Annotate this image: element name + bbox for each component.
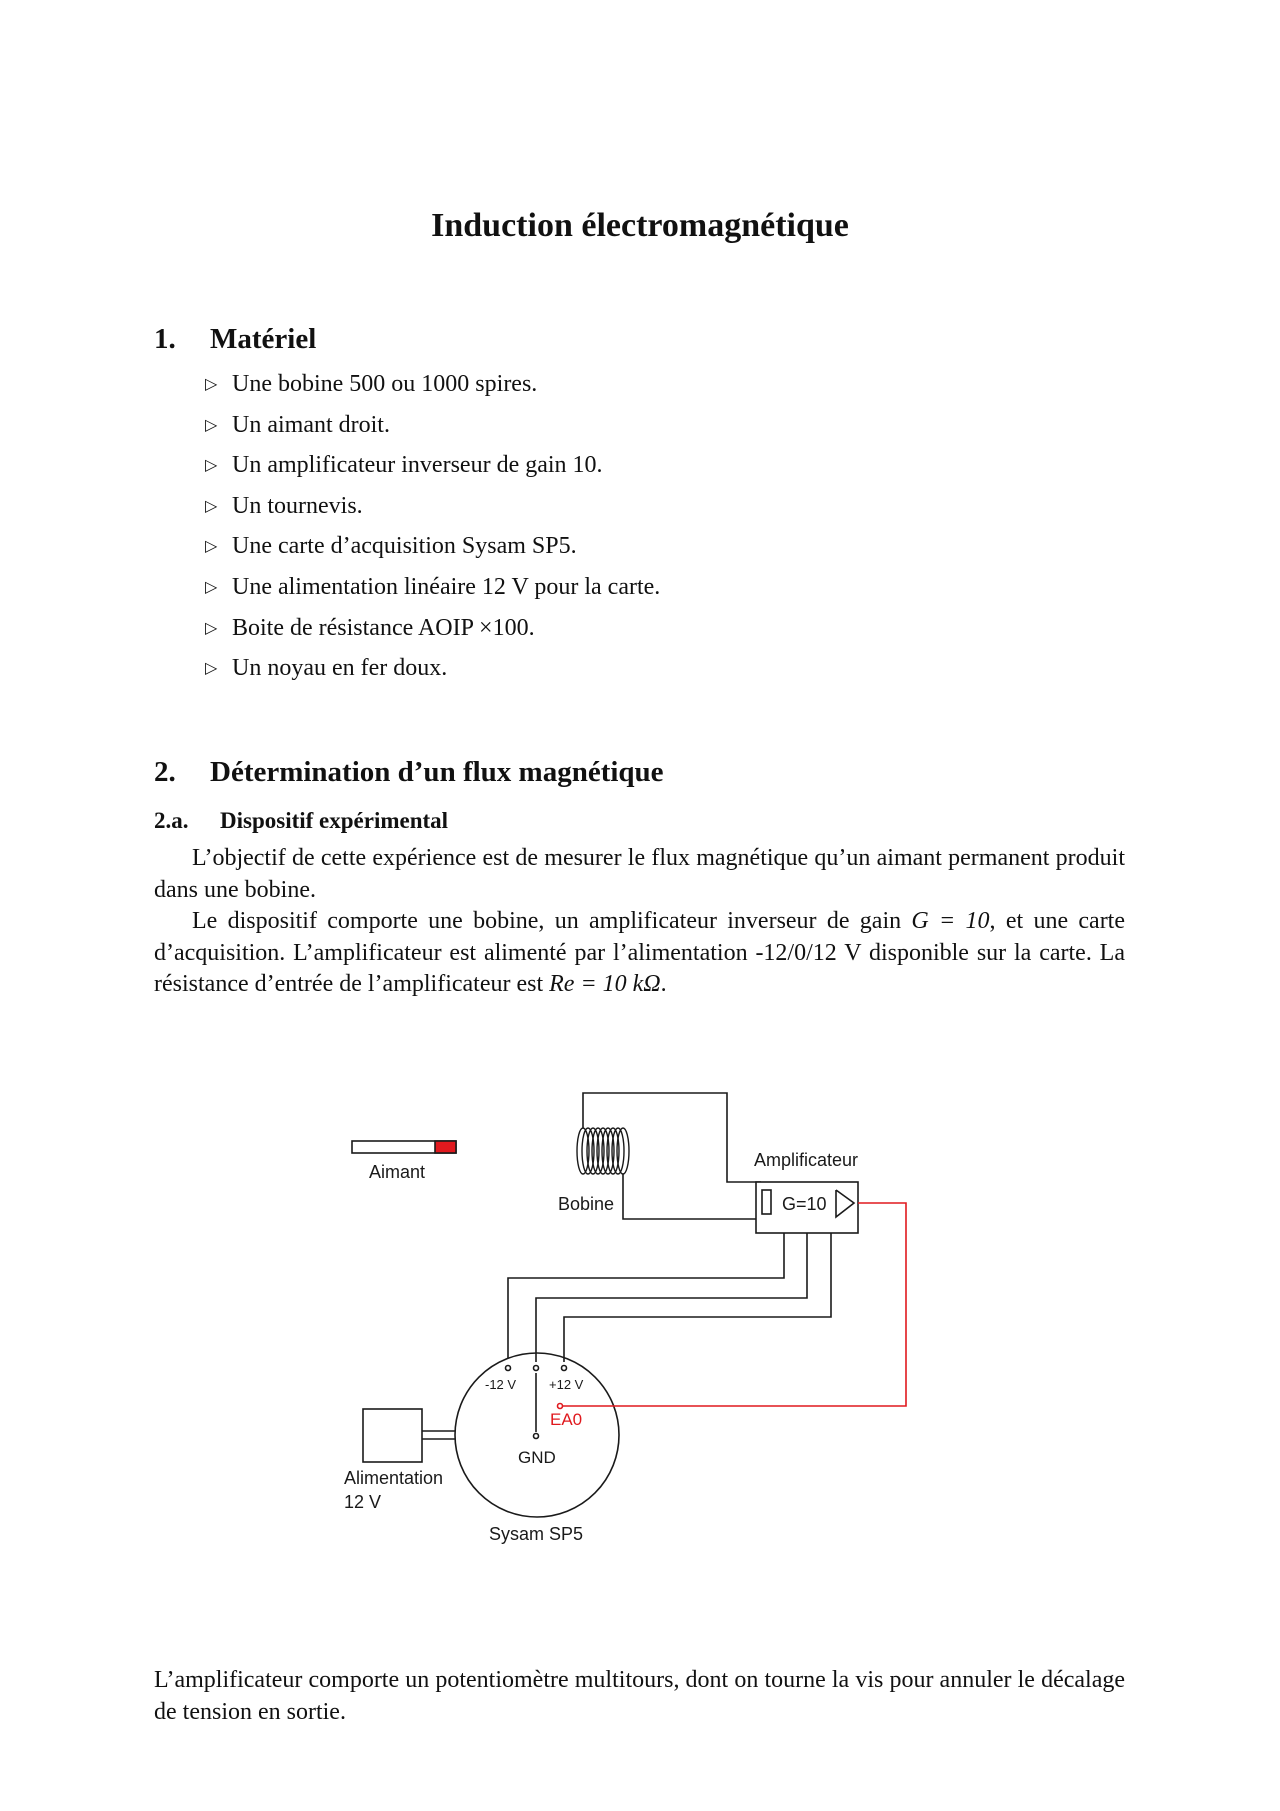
materials-list: ▷Une bobine 500 ou 1000 spires. ▷Un aima… <box>205 371 660 696</box>
label-amplificateur: Amplificateur <box>754 1150 858 1170</box>
section-1-title: Matériel <box>210 323 317 355</box>
label-gain: G=10 <box>782 1194 827 1214</box>
label-bobine: Bobine <box>558 1194 614 1214</box>
triangle-bullet-icon: ▷ <box>205 536 218 556</box>
section-2-number: 2. <box>154 756 176 788</box>
list-item: ▷Une alimentation linéaire 12 V pour la … <box>205 573 661 600</box>
resistance-formula: Re = 10 kΩ <box>549 971 661 997</box>
paragraph-objective: L’objectif de cette expérience est de me… <box>154 845 1125 903</box>
subsection-2a-number: 2.a. <box>154 808 189 833</box>
label-sysam: Sysam SP5 <box>489 1524 583 1544</box>
label-ea0: EA0 <box>550 1410 582 1429</box>
triangle-bullet-icon: ▷ <box>205 495 218 515</box>
section-1-number: 1. <box>154 323 176 355</box>
label-gnd: GND <box>518 1448 556 1467</box>
power-supply-icon <box>362 1408 423 1463</box>
label-12v: 12 V <box>344 1492 381 1512</box>
triangle-bullet-icon: ▷ <box>205 576 218 596</box>
triangle-bullet-icon: ▷ <box>205 617 218 637</box>
list-item: ▷Boite de résistance AOIP ×100. <box>205 614 535 641</box>
paragraph-setup: Le dispositif comporte une bobine, un am… <box>154 908 1126 997</box>
section-1-heading: 1. Matériel <box>154 325 316 354</box>
subsection-2a-title: Dispositif expérimental <box>220 808 449 833</box>
label-alimentation: Alimentation <box>344 1468 443 1488</box>
label-plus12: +12 V <box>549 1377 584 1392</box>
list-item: ▷Un amplificateur inverseur de gain 10. <box>205 452 603 479</box>
signal-wire <box>556 1202 907 1410</box>
label-aimant: Aimant <box>369 1162 425 1182</box>
paragraph-potentiometer: L’amplificateur comporte un potentiomètr… <box>154 1667 1125 1725</box>
list-item: ▷Un tournevis. <box>205 492 363 519</box>
section-2-title: Détermination d’un flux magnétique <box>210 756 664 788</box>
section-2-heading: 2. Détermination d’un flux magnétique <box>154 758 664 787</box>
list-item: ▷Un aimant droit. <box>205 411 390 438</box>
triangle-bullet-icon: ▷ <box>205 414 218 434</box>
gain-formula: G = 10 <box>911 908 990 934</box>
coil-wires <box>582 1092 761 1220</box>
subsection-2a-heading: 2.a. Dispositif expérimental <box>154 809 448 832</box>
triangle-bullet-icon: ▷ <box>205 455 218 475</box>
power-wires <box>507 1233 832 1432</box>
coil-icon <box>576 1127 630 1175</box>
triangle-bullet-icon: ▷ <box>205 374 218 393</box>
sysam-card-icon <box>454 1352 620 1518</box>
triangle-bullet-icon: ▷ <box>205 658 218 678</box>
magnet-icon <box>351 1140 457 1154</box>
list-item: ▷Une carte d’acquisition Sysam SP5. <box>205 533 577 560</box>
list-item: ▷Un noyau en fer doux. <box>205 655 448 682</box>
amplifier-box <box>755 1181 859 1234</box>
label-minus12: -12 V <box>485 1377 516 1392</box>
page-title: Induction électromagnétique <box>431 207 849 244</box>
list-item: ▷Une bobine 500 ou 1000 spires. <box>205 371 538 397</box>
